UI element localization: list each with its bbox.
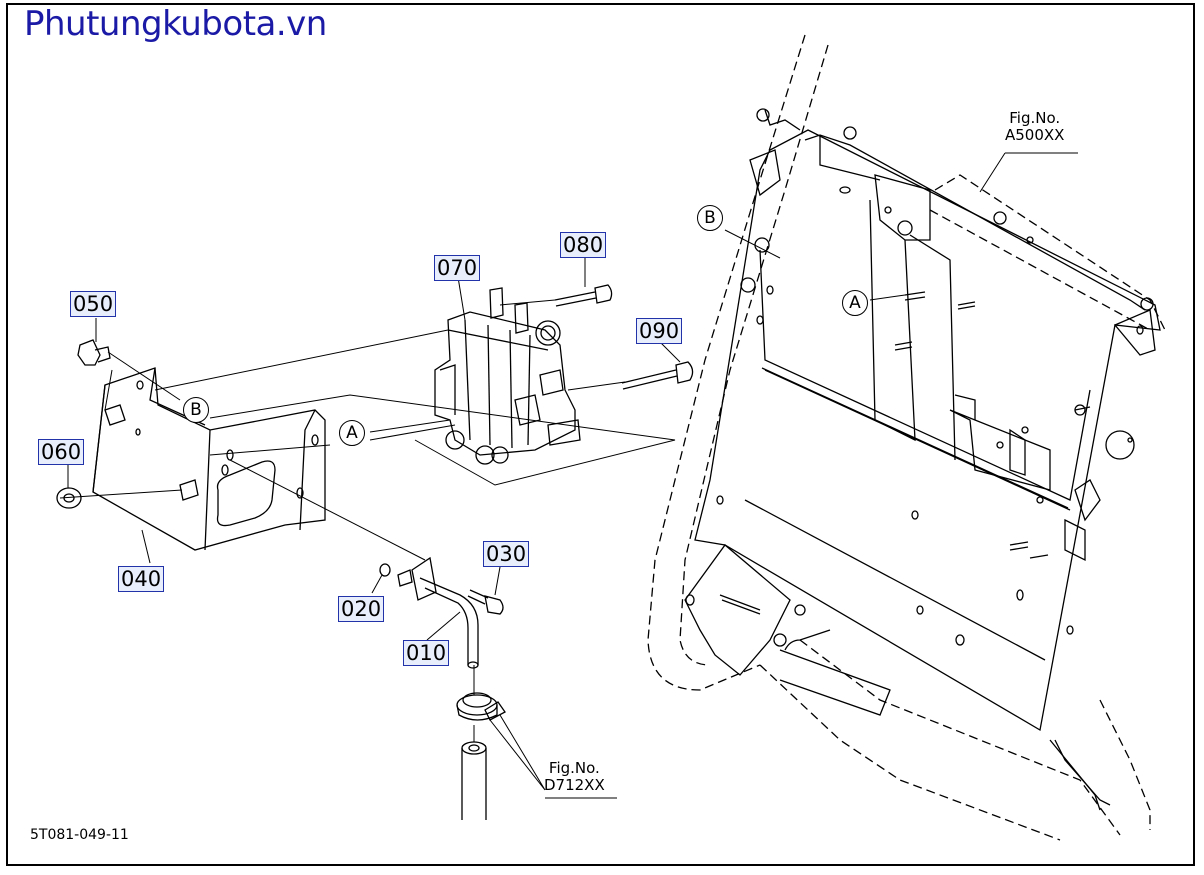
part-label-060[interactable]: 060	[38, 439, 85, 465]
diagram-frame	[6, 3, 1195, 866]
part-label-020[interactable]: 020	[338, 596, 385, 622]
bolt-090	[621, 361, 694, 390]
control-valve-070	[434, 287, 581, 465]
fig-ref-label: Fig.No.	[1009, 109, 1061, 127]
fig-ref-number: A500XX	[1005, 126, 1065, 144]
part-label-030[interactable]: 030	[483, 541, 530, 567]
callout-b-right: B	[697, 205, 723, 231]
callout-b-left: B	[183, 397, 209, 423]
part-label-040[interactable]: 040	[118, 566, 165, 592]
bolt-030	[467, 589, 504, 615]
hose-clamp	[456, 692, 506, 721]
o-ring-020	[379, 563, 413, 587]
construction-lines	[59, 152, 1078, 799]
document-code: 5T081-049-11	[30, 827, 129, 843]
pipe-010	[411, 556, 479, 669]
fig-ref-a500xx[interactable]: Fig.No. A500XX	[1005, 110, 1064, 144]
rops-frame	[647, 34, 1166, 841]
fig-ref-number: D712XX	[544, 776, 605, 794]
part-label-090[interactable]: 090	[636, 318, 683, 344]
callout-a-left: A	[339, 420, 365, 446]
mounting-plate	[684, 108, 1161, 811]
site-title[interactable]: Phutungkubota.vn	[24, 4, 327, 44]
bolt-080	[554, 284, 613, 307]
part-label-010[interactable]: 010	[403, 640, 450, 666]
fig-ref-label: Fig.No.	[548, 759, 600, 777]
part-label-050[interactable]: 050	[70, 291, 117, 317]
hose	[461, 741, 487, 820]
part-label-070[interactable]: 070	[434, 255, 481, 281]
fig-ref-d712xx[interactable]: Fig.No. D712XX	[544, 760, 605, 794]
bracket-040	[92, 367, 326, 551]
flange-nut-050	[77, 339, 111, 366]
part-label-080[interactable]: 080	[560, 232, 607, 258]
callout-a-right: A	[842, 290, 868, 316]
